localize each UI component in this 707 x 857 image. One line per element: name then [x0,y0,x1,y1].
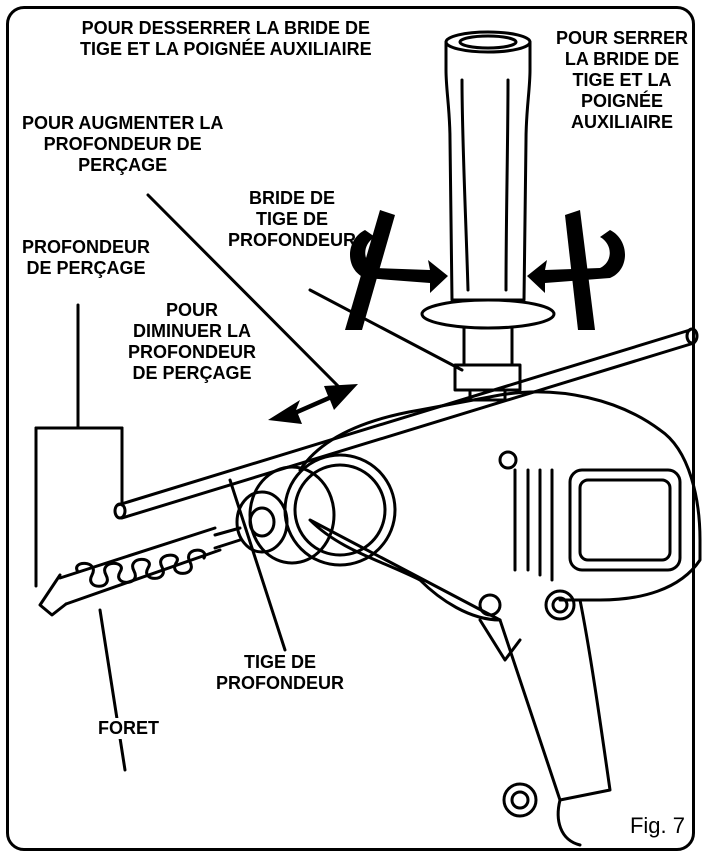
label-line: PROFONDEUR [228,230,357,250]
drill-body [298,390,702,847]
depth-rod [113,327,699,520]
label-line: POUR AUGMENTER LA [22,113,224,133]
label-decrease-depth: POUR DIMINUER LA PROFONDEUR DE PERÇAGE [128,300,256,384]
label-line: TIGE DE [256,209,329,229]
label-line: DE PERÇAGE [132,363,252,383]
label-line: BRIDE DE [249,188,336,208]
figure-number: Fig. 7 [629,813,685,838]
label-line: PROFONDEUR DE [43,134,202,154]
drill-chuck [235,453,397,567]
label-line: POUR [166,300,219,320]
label-line: AUXILIAIRE [571,112,674,132]
label-line: DE PERÇAGE [26,258,146,278]
label-line: TIGE DE [244,652,317,672]
label-drill-bit: FORET [98,718,159,739]
drill-bit [38,526,242,617]
label-increase-depth: POUR AUGMENTER LA PROFONDEUR DE PERÇAGE [22,113,224,176]
label-line: PROFONDEUR [216,673,345,693]
label-depth-rod-clamp: BRIDE DE TIGE DE PROFONDEUR [228,188,356,251]
label-line: POIGNÉE [581,91,664,111]
label-depth-rod: TIGE DE PROFONDEUR [216,652,345,694]
auxiliary-handle [420,30,556,367]
depth-bracket [34,303,124,588]
label-line: POUR SERRER [556,28,689,48]
label-line: TIGE ET LA POIGNÉE AUXILIAIRE [80,39,372,59]
label-loosen: POUR DESSERRER LA BRIDE DE TIGE ET LA PO… [80,18,372,60]
label-line: TIGE ET LA [572,70,672,90]
label-line: DIMINUER LA [133,321,251,341]
label-drilling-depth: PROFONDEUR DE PERÇAGE [22,237,151,279]
figure-frame [6,6,695,851]
label-line: PROFONDEUR [128,342,257,362]
label-line: POUR DESSERRER LA BRIDE DE [81,18,371,38]
label-tighten: POUR SERRER LA BRIDE DE TIGE ET LA POIGN… [556,28,689,133]
label-line: FORET [98,718,159,738]
label-line: LA BRIDE DE [564,49,680,69]
label-line: PROFONDEUR [22,237,151,257]
label-line: PERÇAGE [78,155,168,175]
